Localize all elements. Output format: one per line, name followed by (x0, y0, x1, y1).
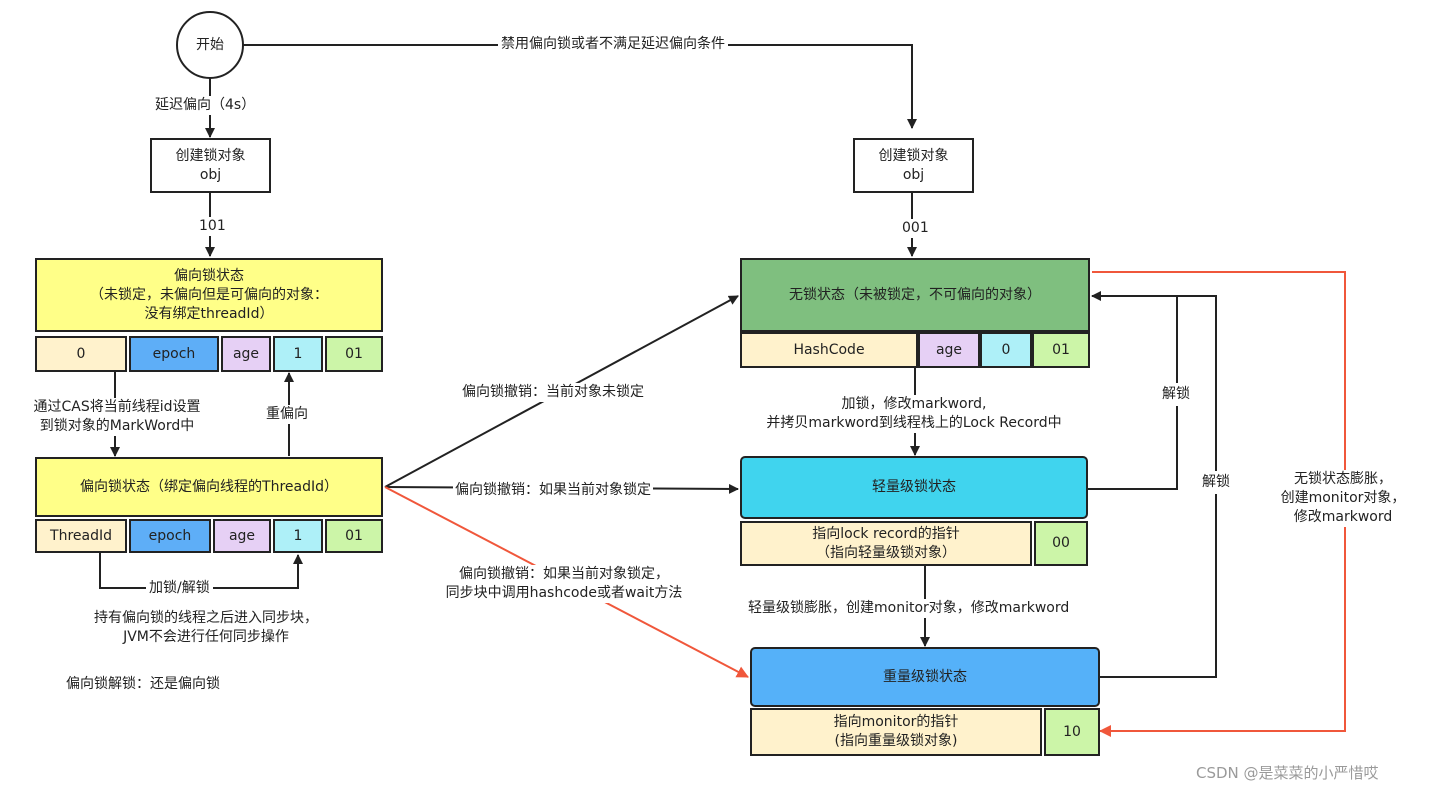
lightweight-bits: 00 (1034, 521, 1088, 566)
lockfree-header: 无锁状态（未被锁定，不可偏向的对象） (740, 258, 1090, 332)
biased-anon-cell-epoch: epoch (129, 336, 219, 372)
left-create-obj-box: 创建锁对象 obj (150, 138, 271, 193)
left-create-obj-line1: 创建锁对象 (175, 147, 246, 164)
label-001: 001 (900, 219, 931, 238)
biased-bound-cell-threadid: ThreadId (35, 519, 127, 553)
label-lock-copy: 加锁，修改markword, 并拷贝markword到线程栈上的Lock Rec… (748, 395, 1080, 433)
lightweight-header: 轻量级锁状态 (740, 456, 1088, 519)
right-create-obj-line1: 创建锁对象 (878, 147, 949, 164)
biased-bound-cell-age: age (213, 519, 271, 553)
biased-anon-cell-0: 0 (35, 336, 127, 372)
csdn-watermark: CSDN @是菜菜的小严惜哎 (1196, 764, 1379, 782)
left-create-obj-line2: obj (199, 166, 222, 183)
label-biased-unlock-note: 偏向锁解锁：还是偏向锁 (66, 676, 220, 692)
right-create-obj-box: 创建锁对象 obj (853, 138, 974, 193)
start-node: 开始 (196, 36, 224, 53)
biased-bound-cell-1: 1 (273, 519, 323, 553)
lockfree-cell-01: 01 (1032, 332, 1090, 368)
label-revoke-unlocked: 偏向锁撤销：当前对象未锁定 (460, 383, 646, 402)
heavyweight-header: 重量级锁状态 (750, 647, 1100, 707)
label-sync-note: 持有偏向锁的线程之后进入同步块， JVM不会进行任何同步操作 (94, 610, 318, 645)
heavyweight-pointer: 指向monitor的指针 (指向重量级锁对象) (750, 708, 1042, 756)
heavyweight-bits: 10 (1044, 708, 1100, 756)
label-revoke-hashcode: 偏向锁撤销：如果当前对象锁定， 同步块中调用hashcode或者wait方法 (425, 565, 703, 603)
lockfree-cell-0: 0 (980, 332, 1032, 368)
label-rebias: 重偏向 (264, 405, 310, 424)
biased-anon-cell-1: 1 (273, 336, 323, 372)
biased-bound-header: 偏向锁状态（绑定偏向线程的ThreadId） (35, 457, 383, 517)
biased-bound-cell-epoch: epoch (129, 519, 211, 553)
right-create-obj-line2: obj (902, 166, 925, 183)
edge-unlock-2 (1100, 295, 1217, 678)
label-revoke-locked: 偏向锁撤销：如果当前对象锁定 (453, 481, 653, 500)
label-inflate-free: 无锁状态膨胀， 创建monitor对象， 修改markword (1268, 470, 1418, 527)
label-disable-biased: 禁用偏向锁或者不满足延迟偏向条件 (498, 35, 728, 54)
biased-anon-cell-age: age (221, 336, 271, 372)
label-lock-unlock: 加锁/解锁 (146, 579, 213, 598)
label-inflate-light: 轻量级锁膨胀，创建monitor对象，修改markword (746, 599, 1072, 618)
label-delay-biased: 延迟偏向（4s） (153, 96, 258, 115)
lockfree-cell-hashcode: HashCode (740, 332, 918, 368)
lockfree-cell-age: age (918, 332, 980, 368)
biased-anon-cell-01: 01 (325, 336, 383, 372)
label-unlock-2: 解锁 (1200, 471, 1232, 494)
biased-anon-header: 偏向锁状态 （未锁定，未偏向但是可偏向的对象： 没有绑定threadId） (35, 258, 383, 332)
label-cas-set: 通过CAS将当前线程id设置 到锁对象的MarkWord中 (20, 398, 214, 436)
lightweight-pointer: 指向lock record的指针 （指向轻量级锁对象） (740, 521, 1032, 566)
label-unlock-1: 解锁 (1160, 383, 1192, 406)
label-101: 101 (197, 217, 228, 236)
biased-bound-cell-01: 01 (325, 519, 383, 553)
edge-disable-biased (243, 44, 917, 129)
